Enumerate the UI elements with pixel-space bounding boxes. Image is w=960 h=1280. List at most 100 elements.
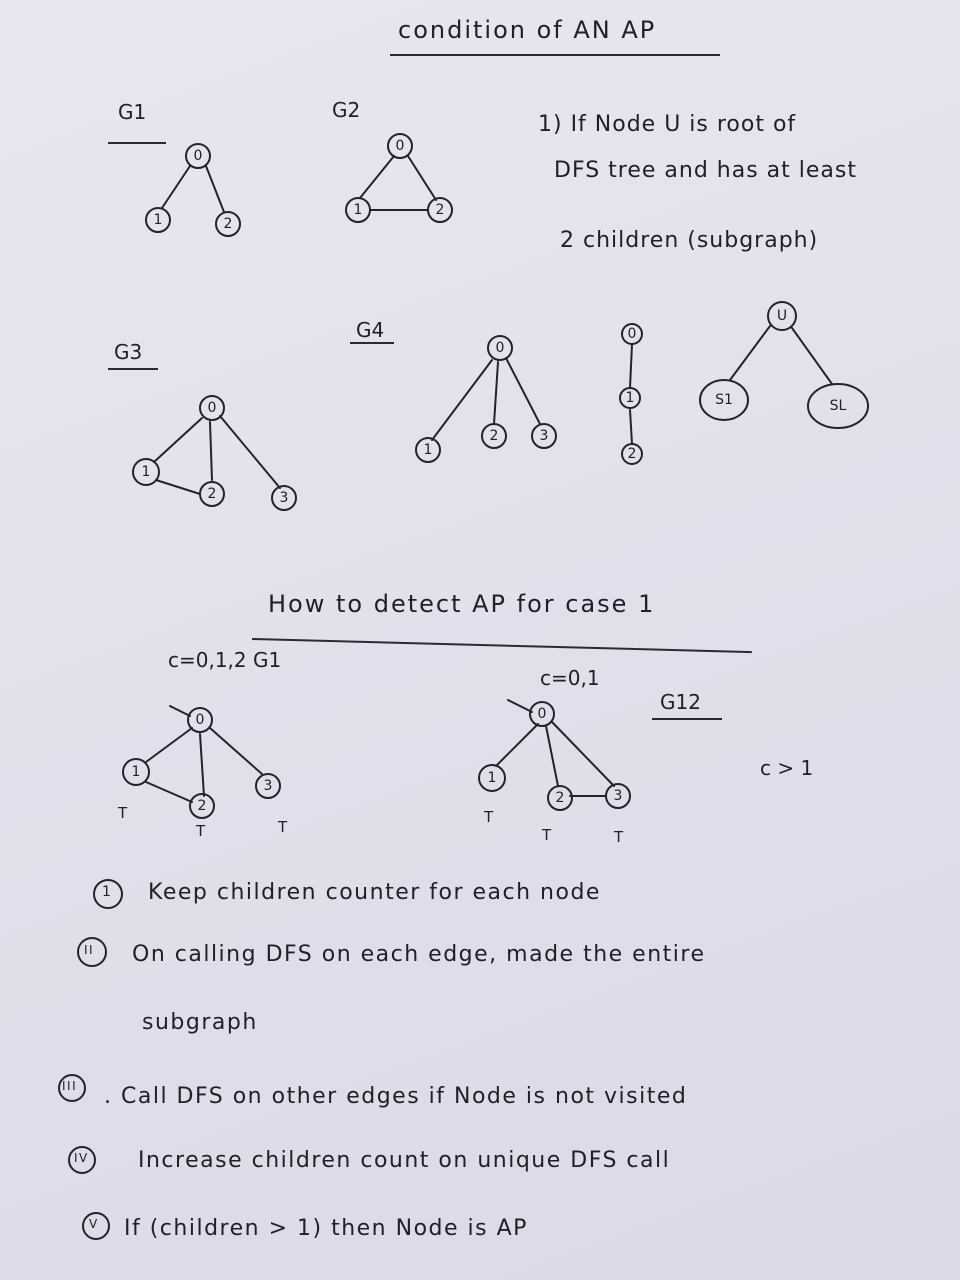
graph-g2: 0 1 2 <box>345 133 453 223</box>
g4-node-0-label: 0 <box>496 340 505 356</box>
g2-node-0 <box>387 133 413 159</box>
g4-node-1-label: 1 <box>424 442 433 458</box>
case-g2-counter: c=0,1 <box>540 666 600 690</box>
g3-node-1-label: 1 <box>142 464 151 480</box>
graph-g1: 0 1 2 <box>145 143 241 237</box>
g4-node-2 <box>481 423 507 449</box>
label-g1-underline <box>108 142 166 144</box>
chain-node-0-label: 0 <box>628 326 637 342</box>
g3-node-1 <box>132 458 160 486</box>
label-g4: G4 <box>356 318 385 342</box>
label-g3: G3 <box>114 340 143 364</box>
step-1-circle <box>93 879 123 909</box>
graph-g3: 0 1 2 3 <box>132 395 297 511</box>
u-node <box>767 301 797 331</box>
step-5-number: V <box>89 1217 99 1231</box>
step-3-text: . Call DFS on other edges if Node is not… <box>104 1084 688 1109</box>
t-mark-1: T <box>118 804 128 822</box>
chain-node-1-label: 1 <box>626 390 635 406</box>
label-g2: G2 <box>332 98 361 122</box>
case-g1-node-3 <box>255 773 281 799</box>
case-g1-node-2 <box>189 793 215 819</box>
g1-node-2 <box>215 211 241 237</box>
condition-line-1: 1) If Node U is root of <box>538 112 797 137</box>
g3-node-2-label: 2 <box>208 486 217 502</box>
case-g2-node-0 <box>529 701 555 727</box>
g2-node-1-label: 1 <box>354 202 363 218</box>
subgraph-s2-label: SL <box>830 398 847 414</box>
t-mark-3: T <box>278 818 288 836</box>
case-g2-arrow <box>507 699 533 713</box>
g2-node-2 <box>427 197 453 223</box>
g3-node-0-label: 0 <box>208 400 217 416</box>
step-4-number: IV <box>74 1151 89 1165</box>
graph-u-subgraphs: U S1 SL <box>699 301 869 429</box>
g3-node-3-label: 3 <box>280 490 289 506</box>
case-g1-node-0 <box>187 707 213 733</box>
chain-node-2 <box>621 443 643 465</box>
step-1-number: 1 <box>102 884 113 900</box>
step-3-circle <box>58 1074 86 1102</box>
t-mark-2: T <box>196 822 206 840</box>
g4-node-1 <box>415 437 441 463</box>
g1-node-1 <box>145 207 171 233</box>
case-g2-node-3 <box>605 783 631 809</box>
case-g1-node-0-label: 0 <box>196 712 205 728</box>
graph-chain: 0 1 2 <box>619 323 643 465</box>
subgraph-s1-label: S1 <box>715 392 733 408</box>
case-g2-node-3-label: 3 <box>614 788 623 804</box>
t-mark-5: T <box>542 826 552 844</box>
g3-node-2 <box>199 481 225 507</box>
case-g2-node-2 <box>547 785 573 811</box>
subgraph-s1 <box>699 379 749 421</box>
g1-node-0-label: 0 <box>194 148 203 164</box>
g4-node-3 <box>531 423 557 449</box>
graph-case-g2: 0 1 2 3 <box>478 699 631 811</box>
g2-node-1 <box>345 197 371 223</box>
case-g1-node-3-label: 3 <box>264 778 273 794</box>
step-3-number: III <box>62 1079 78 1093</box>
step-2-number: II <box>84 943 95 957</box>
case-g1-arrow <box>169 705 191 717</box>
label-g4-underline <box>350 342 394 344</box>
g4-node-3-label: 3 <box>540 428 549 444</box>
case-g2-node-1 <box>478 764 506 792</box>
chain-node-0 <box>621 323 643 345</box>
case-g1-node-1-label: 1 <box>132 764 141 780</box>
step-2-circle <box>77 937 107 967</box>
graph-case-g1: 0 1 2 3 <box>122 705 281 819</box>
step-4-text: Increase children count on unique DFS ca… <box>138 1148 671 1173</box>
condition-line-3: 2 children (subgraph) <box>560 228 819 253</box>
subgraph-s2 <box>807 383 869 429</box>
step-5-text: If (children > 1) then Node is AP <box>124 1216 528 1241</box>
g4-node-0 <box>487 335 513 361</box>
graph-g4: 0 1 2 3 <box>415 335 557 463</box>
g1-node-1-label: 1 <box>154 212 163 228</box>
chain-node-2-label: 2 <box>628 446 637 462</box>
case-g2-label-underline <box>652 718 722 720</box>
case-g1-counter: c=0,1,2 G1 <box>168 648 282 672</box>
g4-node-2-label: 2 <box>490 428 499 444</box>
u-node-label: U <box>777 308 787 324</box>
t-mark-4: T <box>484 808 494 826</box>
case-counter-greater: c > 1 <box>760 756 814 780</box>
case-g2-label: G12 <box>660 690 701 714</box>
g3-node-3 <box>271 485 297 511</box>
title-underline <box>390 54 720 56</box>
step-5-circle <box>82 1212 110 1240</box>
case-g2-node-0-label: 0 <box>538 706 547 722</box>
step-1-text: Keep children counter for each node <box>148 880 601 905</box>
t-mark-6: T <box>614 828 624 846</box>
step-4-circle <box>68 1146 96 1174</box>
case-g2-node-2-label: 2 <box>556 790 565 806</box>
step-2-continuation: subgraph <box>142 1010 258 1035</box>
g2-node-2-label: 2 <box>436 202 445 218</box>
case-g1-node-1 <box>122 758 150 786</box>
label-g3-underline <box>108 368 158 370</box>
step-2-text: On calling DFS on each edge, made the en… <box>132 942 706 967</box>
chain-node-1 <box>619 387 641 409</box>
label-g1: G1 <box>118 100 147 124</box>
g2-node-0-label: 0 <box>396 138 405 154</box>
g1-node-2-label: 2 <box>224 216 233 232</box>
